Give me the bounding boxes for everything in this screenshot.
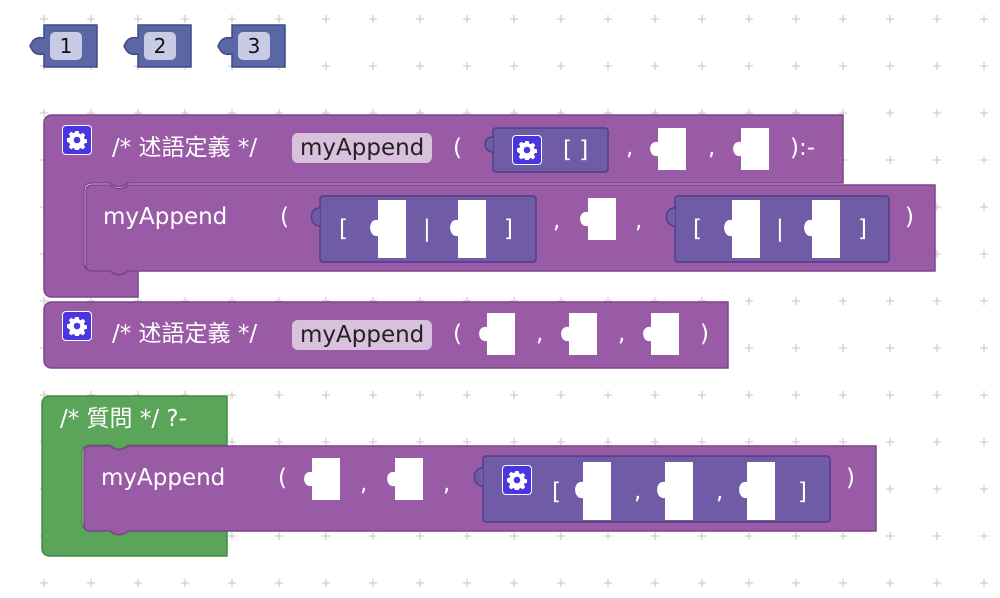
number-label: 1: [50, 32, 82, 60]
grid-crosses: [40, 15, 988, 587]
number-label: 3: [238, 32, 270, 60]
number-block-3[interactable]: 3: [216, 24, 286, 68]
number-block-2[interactable]: 2: [122, 24, 192, 68]
number-label: 2: [144, 32, 176, 60]
number-block-1[interactable]: 1: [28, 24, 98, 68]
